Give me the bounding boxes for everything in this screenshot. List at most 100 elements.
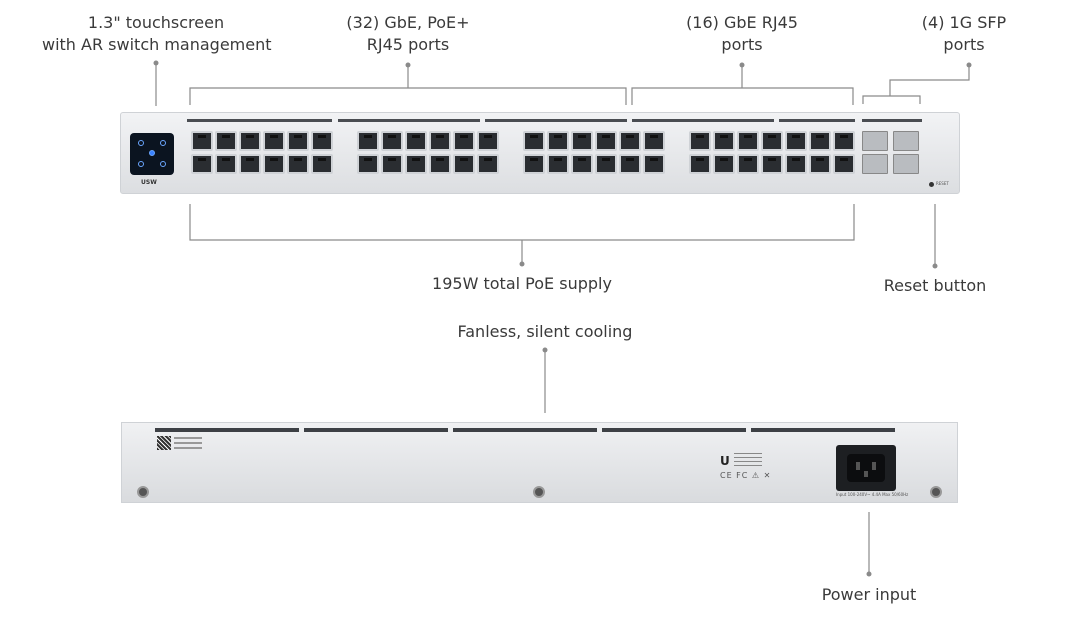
rj45-port[interactable] — [689, 131, 711, 151]
rj45-port[interactable] — [523, 154, 545, 174]
rj45-port[interactable] — [571, 154, 593, 174]
rj45-port[interactable] — [191, 131, 213, 151]
rj45-port[interactable] — [785, 131, 807, 151]
port-block-3 — [523, 131, 665, 174]
power-pin — [856, 462, 860, 470]
rj45-port[interactable] — [215, 154, 237, 174]
callout-touchscreen: 1.3" touchscreen with AR switch manageme… — [42, 13, 272, 54]
sfp-block — [862, 131, 919, 174]
rj45-port[interactable] — [405, 131, 427, 151]
rj45-port[interactable] — [547, 131, 569, 151]
rj45-port[interactable] — [689, 154, 711, 174]
switch-rear-panel: U CE FC ⚠ ✕ Input 100-240V~ 4.4A Max 50/… — [121, 422, 958, 503]
rj45-port[interactable] — [215, 131, 237, 151]
rj45-port[interactable] — [761, 154, 783, 174]
serial-label — [174, 437, 202, 452]
rj45-port[interactable] — [595, 131, 617, 151]
spec-label — [734, 453, 762, 469]
port-block-4 — [689, 131, 855, 174]
screen-icon — [160, 161, 166, 167]
switch-front-panel: USW RESET — [120, 112, 960, 194]
rear-trim — [453, 428, 597, 432]
rj45-port[interactable] — [263, 131, 285, 151]
rear-trim — [602, 428, 746, 432]
sfp-bracket — [862, 95, 921, 104]
touchscreen-display[interactable] — [130, 133, 174, 175]
rj45-port[interactable] — [737, 154, 759, 174]
rj45-port[interactable] — [453, 154, 475, 174]
brand-label: USW — [141, 179, 157, 186]
callout-power: Power input — [821, 585, 917, 604]
brand-logo: U — [720, 454, 730, 468]
rj45-port[interactable] — [405, 154, 427, 174]
rj45-port[interactable] — [311, 131, 333, 151]
rj45-port[interactable] — [287, 154, 309, 174]
rj45-port[interactable] — [809, 131, 831, 151]
rj45-port[interactable] — [619, 154, 641, 174]
front-trim — [187, 119, 332, 122]
rj45-port[interactable] — [429, 131, 451, 151]
reset-button[interactable] — [929, 182, 934, 187]
screen-icon — [149, 150, 155, 156]
rj45-port[interactable] — [357, 154, 379, 174]
rj45-port[interactable] — [523, 131, 545, 151]
rj45-port[interactable] — [785, 154, 807, 174]
screen-icon — [138, 161, 144, 167]
power-pin — [872, 462, 876, 470]
rj45-port[interactable] — [239, 131, 261, 151]
power-pin — [864, 471, 868, 477]
rj45-port[interactable] — [833, 131, 855, 151]
callout-sfp-ports: (4) 1G SFP ports — [921, 13, 1007, 54]
rj45-port[interactable] — [643, 131, 665, 151]
sfp-leader — [889, 65, 970, 96]
rj45-port[interactable] — [643, 154, 665, 174]
front-trim — [485, 119, 627, 122]
rj45-port[interactable] — [239, 154, 261, 174]
power-spec: Input 100-240V~ 4.4A Max 50/60Hz — [836, 492, 909, 497]
rj45-port[interactable] — [381, 131, 403, 151]
rj45-port[interactable] — [547, 154, 569, 174]
rj45-bracket — [631, 87, 854, 105]
rj45-port[interactable] — [713, 154, 735, 174]
rj45-port[interactable] — [429, 154, 451, 174]
rj45-port[interactable] — [453, 131, 475, 151]
rj45-port[interactable] — [713, 131, 735, 151]
rj45-port[interactable] — [571, 131, 593, 151]
sfp-port[interactable] — [862, 154, 888, 174]
callout-rj45-ports: (16) GbE RJ45 ports — [686, 13, 798, 54]
reset-label: RESET — [936, 181, 949, 186]
certification-marks: CE FC ⚠ ✕ — [720, 471, 772, 480]
rj45-port[interactable] — [287, 131, 309, 151]
screw-icon — [137, 486, 149, 498]
front-trim — [632, 119, 774, 122]
sfp-port[interactable] — [862, 131, 888, 151]
rj45-port[interactable] — [381, 154, 403, 174]
rj45-port[interactable] — [263, 154, 285, 174]
rj45-port[interactable] — [357, 131, 379, 151]
rj45-port[interactable] — [619, 131, 641, 151]
rj45-port[interactable] — [477, 154, 499, 174]
rj45-port[interactable] — [809, 154, 831, 174]
sfp-port[interactable] — [893, 131, 919, 151]
power-socket[interactable] — [836, 445, 896, 491]
front-trim — [338, 119, 480, 122]
poe-bracket — [189, 87, 627, 105]
front-trim — [862, 119, 922, 122]
callout-poe-ports: (32) GbE, PoE+ RJ45 ports — [346, 13, 470, 54]
port-block-1 — [191, 131, 333, 174]
rj45-port[interactable] — [761, 131, 783, 151]
rj45-port[interactable] — [477, 131, 499, 151]
power-socket-inlet — [847, 454, 885, 482]
screw-icon — [930, 486, 942, 498]
rj45-port[interactable] — [737, 131, 759, 151]
rj45-port[interactable] — [833, 154, 855, 174]
rj45-port[interactable] — [311, 154, 333, 174]
rj45-port[interactable] — [191, 154, 213, 174]
rj45-port[interactable] — [595, 154, 617, 174]
callout-cooling: Fanless, silent cooling — [457, 322, 633, 341]
screw-icon — [533, 486, 545, 498]
screen-icon — [160, 140, 166, 146]
rear-trim — [155, 428, 299, 432]
sfp-port[interactable] — [893, 154, 919, 174]
